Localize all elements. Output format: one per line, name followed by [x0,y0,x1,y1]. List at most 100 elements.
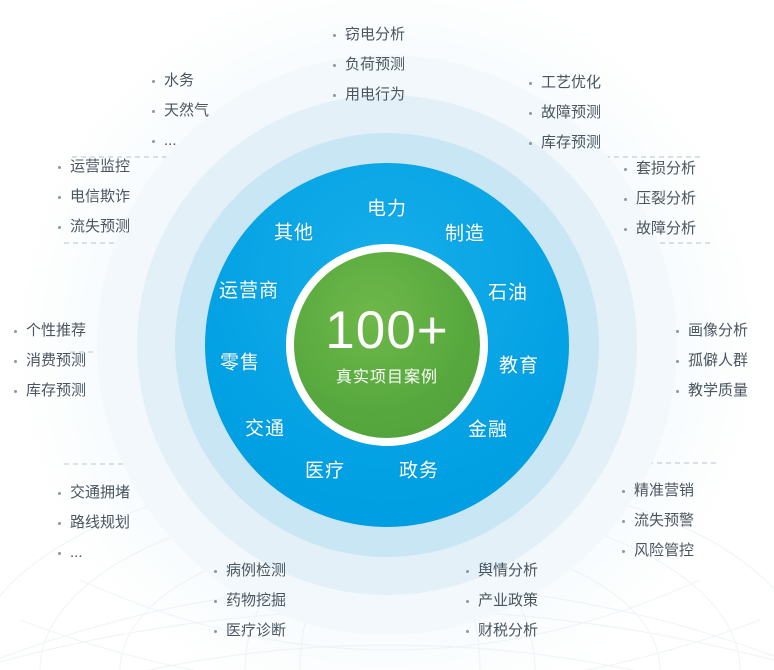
detail-item-label: 库存预测 [541,134,602,151]
detail-item[interactable]: 库存预测 [14,376,86,406]
bullet-dot-icon [58,165,61,169]
detail-group-retail: 个性推荐消费预测库存预测 [14,316,86,406]
bullet-dot-icon [466,629,469,633]
detail-item[interactable]: 压裂分析 [624,184,696,214]
detail-item[interactable]: 财税分析 [466,616,538,646]
sector-label-transport[interactable]: 交通 [244,418,286,440]
detail-group-medical: 病例检测药物挖掘医疗诊断 [214,556,286,646]
bullet-dot-icon [676,329,679,333]
detail-item[interactable]: 电信欺诈 [58,182,130,212]
detail-item[interactable]: 孤僻人群 [676,346,748,376]
detail-item-label: 故障预测 [541,104,602,121]
bullet-dot-icon [214,569,217,573]
bullet-dot-icon [152,109,155,113]
detail-item-label: 路线规划 [70,514,131,531]
detail-item[interactable]: 病例检测 [214,556,286,586]
sector-label-medical[interactable]: 医疗 [304,460,346,482]
project-count: 100+ [325,301,449,360]
detail-item-label: 风险管控 [634,542,695,559]
detail-item-label: 运营监控 [70,158,131,175]
sector-label-operator[interactable]: 运营商 [218,280,280,302]
detail-item-label: 用电行为 [345,86,406,103]
detail-item[interactable]: 流失预警 [622,506,694,536]
detail-group-education: 画像分析孤僻人群教学质量 [676,316,748,406]
detail-item[interactable]: 交通拥堵 [58,478,130,508]
sector-label-education[interactable]: 教育 [498,355,540,377]
detail-item[interactable]: 精准营销 [622,476,694,506]
detail-item[interactable]: 工艺优化 [529,68,601,98]
bullet-dot-icon [14,389,17,393]
detail-item[interactable]: 天然气 [152,96,209,126]
detail-item[interactable]: 药物挖掘 [214,586,286,616]
detail-item-label: 产业政策 [478,592,539,609]
detail-item[interactable]: 库存预测 [529,128,601,158]
sector-label-government[interactable]: 政务 [398,460,440,482]
detail-item[interactable]: 窃电分析 [333,20,405,50]
detail-item[interactable]: 医疗诊断 [214,616,286,646]
detail-item-label: 天然气 [164,102,210,119]
detail-item[interactable]: 舆情分析 [466,556,538,586]
sector-label-retail[interactable]: 零售 [219,352,261,374]
detail-item[interactable]: ... [58,538,130,568]
sector-label-other[interactable]: 其他 [273,222,315,244]
detail-item[interactable]: 产业政策 [466,586,538,616]
detail-item[interactable]: 风险管控 [622,536,694,566]
detail-item[interactable]: 路线规划 [58,508,130,538]
detail-item[interactable]: 流失预测 [58,212,130,242]
bullet-dot-icon [152,139,155,143]
detail-group-manufacturing: 工艺优化故障预测库存预测 [529,68,601,158]
detail-item-label: 医疗诊断 [226,622,287,639]
sector-label-finance[interactable]: 金融 [467,419,509,441]
sector-label-oil[interactable]: 石油 [487,282,529,304]
bullet-dot-icon [58,521,61,525]
detail-item[interactable]: 故障分析 [624,214,696,244]
detail-item[interactable]: 套损分析 [624,154,696,184]
detail-item-label: 工艺优化 [541,74,602,91]
bullet-dot-icon [58,195,61,199]
detail-item-label: 病例检测 [226,562,287,579]
detail-item[interactable]: 画像分析 [676,316,748,346]
detail-item[interactable]: 教学质量 [676,376,748,406]
bullet-dot-icon [14,329,17,333]
detail-item[interactable]: 用电行为 [333,80,405,110]
detail-item-label: 流失预警 [634,512,695,529]
bullet-dot-icon [214,599,217,603]
detail-item[interactable]: 负荷预测 [333,50,405,80]
detail-item-label: 故障分析 [636,220,697,237]
detail-item-label: 负荷预测 [345,56,406,73]
detail-item[interactable]: 个性推荐 [14,316,86,346]
bullet-dot-icon [676,389,679,393]
detail-item-label: 个性推荐 [26,322,87,339]
bullet-dot-icon [333,33,336,37]
bullet-dot-icon [529,141,532,145]
bullet-dot-icon [58,225,61,229]
sector-label-manufacturing[interactable]: 制造 [444,223,486,245]
detail-item-label: 套损分析 [636,160,697,177]
detail-item[interactable]: ... [152,126,209,156]
detail-item[interactable]: 故障预测 [529,98,601,128]
detail-item[interactable]: 消费预测 [14,346,86,376]
bullet-dot-icon [333,93,336,97]
detail-item-label: 舆情分析 [478,562,539,579]
bullet-dot-icon [624,167,627,171]
sector-label-power[interactable]: 电力 [366,198,408,220]
detail-item-label: 教学质量 [688,382,749,399]
bullet-dot-icon [14,359,17,363]
bullet-dot-icon [214,629,217,633]
bullet-dot-icon [152,79,155,83]
detail-item-label: 精准营销 [634,482,695,499]
bullet-dot-icon [676,359,679,363]
detail-item-label: 画像分析 [688,322,749,339]
bullet-dot-icon [622,489,625,493]
detail-group-oil: 套损分析压裂分析故障分析 [624,154,696,244]
detail-item[interactable]: 运营监控 [58,152,130,182]
bullet-dot-icon [622,549,625,553]
detail-item-label: 窃电分析 [345,26,406,43]
detail-item[interactable]: 水务 [152,66,209,96]
detail-item-label: 水务 [164,72,195,89]
bullet-dot-icon [333,63,336,67]
detail-item-label: 消费预测 [26,352,87,369]
detail-item-label: 财税分析 [478,622,539,639]
detail-item-label: 交通拥堵 [70,484,131,501]
detail-item-label: 孤僻人群 [688,352,749,369]
